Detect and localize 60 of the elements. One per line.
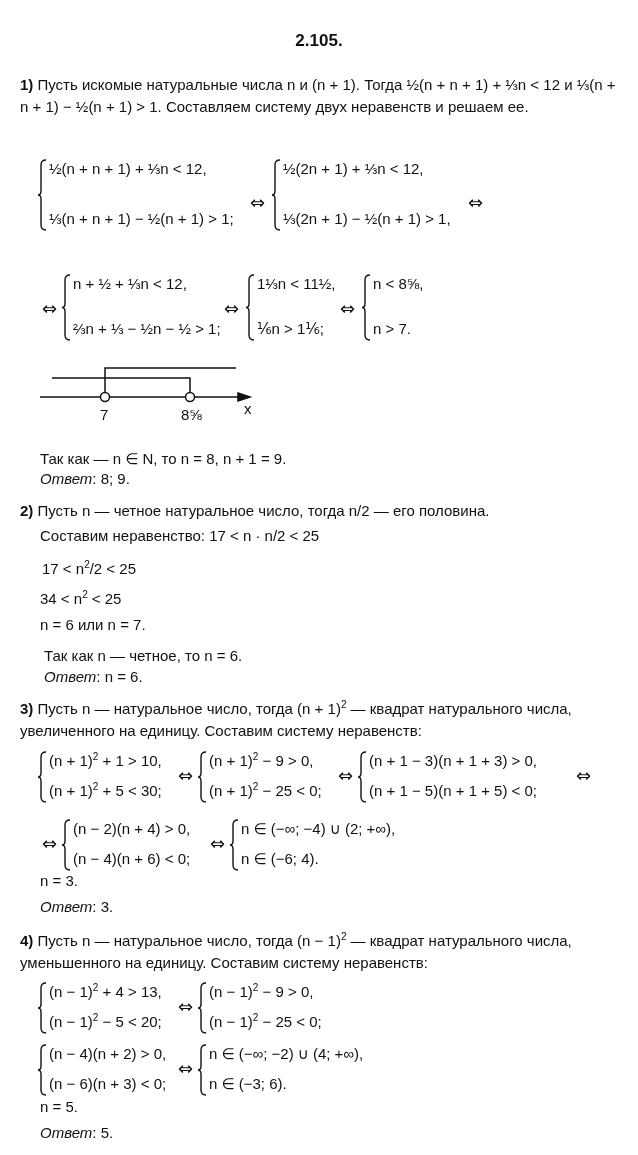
- equation: (n − 2)(n + 4) > 0,: [73, 820, 191, 839]
- solution-text: 1) Пусть искомые натуральные числа n и (n + 1). Тогда ½(n + n + 1) + ⅓n < 12 и ⅓(n + n + 1) − ½(n + 1) > 1. Составляем систему двух неравенств и решаем ее.: [20, 75, 617, 117]
- equation: (n + 1)$^{2}$ + 1 > 10,: [49, 752, 162, 771]
- equivalence-sign: ⇔: [340, 298, 356, 321]
- equation: ⅓(n + n + 1) − ½(n + 1) > 1;: [49, 210, 234, 229]
- equation: (n − 1)$^{2}$ − 9 > 0,: [209, 983, 314, 1002]
- equivalence-sign: ⇔: [224, 298, 240, 321]
- solution-text: Так как n — четное, то n = 6.: [44, 647, 243, 666]
- answer-text: Ответ: n = 6.: [44, 668, 143, 687]
- equation: n ∈ (−6; 4).: [241, 850, 319, 869]
- equation: n > 7.: [373, 320, 411, 339]
- equation: (n + 1)$^{2}$ − 9 > 0,: [209, 752, 314, 771]
- equation: n + ½ + ⅓n < 12,: [73, 275, 187, 294]
- solution-text: 2) Пусть n — четное натуральное число, тогда n/2 — его половина.: [20, 501, 491, 521]
- equation: ⅓(2n + 1) − ½(n + 1) > 1,: [283, 210, 451, 229]
- equation: (n + 1 − 3)(n + 1 + 3) > 0,: [369, 752, 538, 771]
- solution-text: n = 3.: [40, 872, 78, 891]
- equation: n = 6 или n = 7.: [40, 616, 146, 635]
- answer-text: Ответ: 8; 9.: [40, 470, 130, 489]
- problem-number: 2.105.: [294, 30, 344, 52]
- equation: n ∈ (−3; 6).: [209, 1075, 287, 1094]
- equation: (n − 1)$^{2}$ − 25 < 0;: [209, 1013, 322, 1032]
- equation: (n + 1)$^{2}$ − 25 < 0;: [209, 782, 322, 801]
- axis-label: x: [244, 400, 252, 419]
- equation: n ∈ (−∞; −4) ∪ (2; +∞),: [241, 820, 396, 839]
- solution-text: 4) Пусть n — натуральное число, тогда (n − 1)$^{2}$ — квадрат натурального числа, уменьшенного на единицу. Составим систему неравенств:: [20, 930, 573, 973]
- equation: (n − 4)(n + 2) > 0,: [49, 1045, 167, 1064]
- solution-text: Составим неравенство: 17 < n · n/2 < 25: [40, 527, 320, 546]
- equivalence-sign: ⇔: [576, 765, 592, 788]
- equation: (n + 1)$^{2}$ + 5 < 30;: [49, 782, 162, 801]
- equation: 1⅓n < 11½,: [257, 275, 336, 294]
- equivalence-sign: ⇔: [178, 765, 194, 788]
- equation: (n − 1)$^{2}$ − 5 < 20;: [49, 1013, 162, 1032]
- axis-label: 8⅝: [181, 406, 202, 425]
- equation: (n + 1 − 5)(n + 1 + 5) < 0;: [369, 782, 538, 801]
- equivalence-sign: ⇔: [468, 192, 484, 215]
- equivalence-sign: ⇔: [42, 833, 58, 856]
- equation: ½(2n + 1) + ⅓n < 12,: [283, 160, 424, 179]
- solution-text: n = 5.: [40, 1098, 78, 1117]
- equation: (n − 6)(n + 3) < 0;: [49, 1075, 167, 1094]
- equivalence-sign: ⇔: [178, 996, 194, 1019]
- equation: n < 8⅝,: [373, 275, 424, 294]
- answer-text: Ответ: 5.: [40, 1124, 114, 1143]
- equivalence-sign: ⇔: [250, 192, 266, 215]
- equivalence-sign: ⇔: [338, 765, 354, 788]
- equation: 17 < n$^{2}$/2 < 25: [42, 560, 136, 579]
- equation: ½(n + n + 1) + ⅓n < 12,: [49, 160, 207, 179]
- equation: n ∈ (−∞; −2) ∪ (4; +∞),: [209, 1045, 364, 1064]
- equivalence-sign: ⇔: [178, 1058, 194, 1081]
- answer-text: Ответ: 3.: [40, 898, 114, 917]
- solution-text: Так как — n ∈ N, то n = 8, n + 1 = 9.: [40, 450, 287, 469]
- equation: ⅙n > 1⅙;: [257, 320, 325, 339]
- equation: 34 < n$^{2}$ < 25: [40, 590, 122, 609]
- axis-label: 7: [100, 406, 109, 425]
- equivalence-sign: ⇔: [42, 298, 58, 321]
- equation: ⅔n + ⅓ − ½n − ½ > 1;: [73, 320, 221, 339]
- equivalence-sign: ⇔: [210, 833, 226, 856]
- equation: (n − 4)(n + 6) < 0;: [73, 850, 191, 869]
- solution-text: 3) Пусть n — натуральное число, тогда (n + 1)$^{2}$ — квадрат натурального числа, увеличенного на единицу. Составим систему неравенств:: [20, 698, 573, 741]
- equation: (n − 1)$^{2}$ + 4 > 13,: [49, 983, 162, 1002]
